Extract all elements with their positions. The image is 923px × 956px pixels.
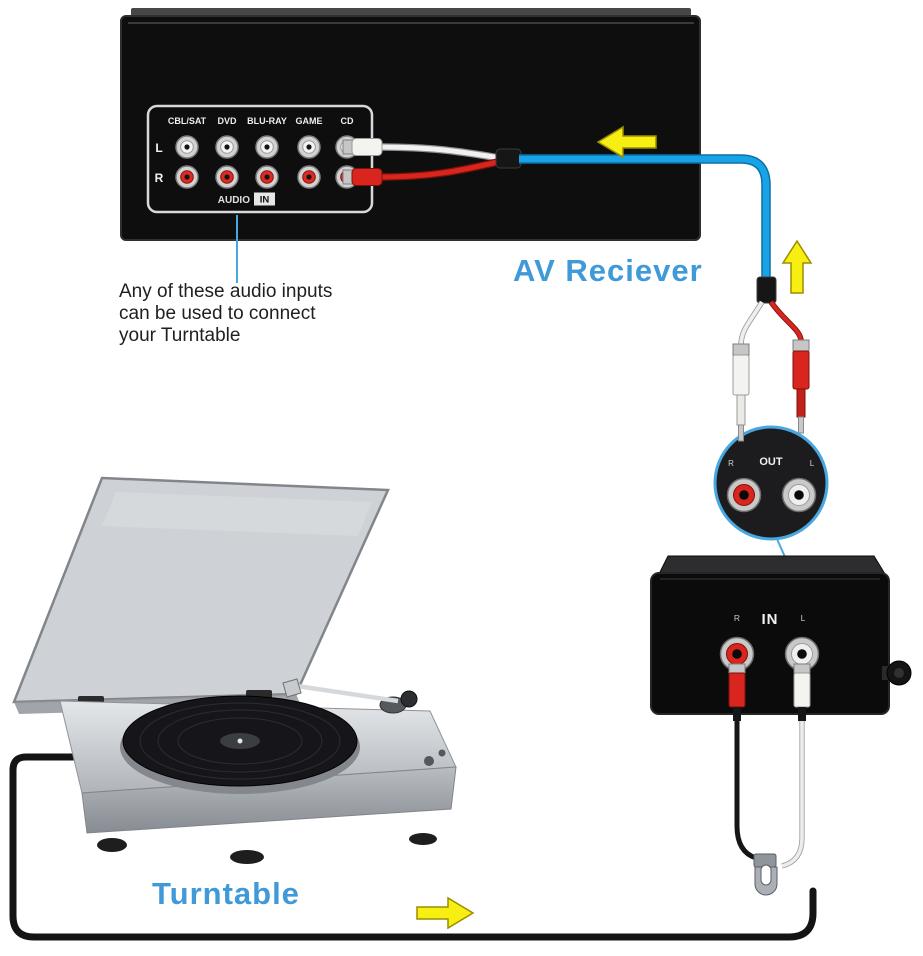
plug-collar — [793, 663, 811, 674]
tonearm-tube — [296, 683, 399, 704]
rca-jack-cblsat-right — [175, 165, 199, 189]
rca-jack-bluray-left — [255, 135, 279, 159]
white-plug-cable — [781, 721, 804, 868]
zoom-pointer-line — [776, 538, 786, 558]
annotation-text: Any of these audio inputs can be used to… — [119, 281, 332, 346]
spade-slot — [760, 864, 772, 886]
down-plug-red — [792, 339, 810, 434]
in-badge — [254, 192, 275, 206]
rca-jack-bluray-right — [255, 165, 279, 189]
plug-collar — [728, 663, 746, 674]
plug-tip — [738, 424, 744, 442]
red-lead — [769, 300, 803, 342]
input-label-blu-ray: BLU-RAY — [247, 116, 287, 126]
plug-body — [732, 354, 750, 396]
plug-strain-relief — [733, 707, 741, 721]
phono-preamp: IN R L — [650, 555, 912, 715]
record-groove-1 — [139, 702, 341, 780]
tonearm — [282, 678, 418, 714]
plug-body — [351, 168, 383, 186]
ground-spade-connector — [753, 853, 778, 896]
preamp-input-plugs — [728, 663, 811, 896]
out-jack-red — [726, 477, 762, 513]
annotation-line-3: your Turntable — [119, 325, 240, 346]
turntable-label: Turntable — [152, 876, 300, 911]
out-right-label: L — [810, 459, 815, 468]
out-left-label: R — [728, 459, 734, 468]
plug-neck — [796, 388, 806, 418]
audio-input-panel — [146, 104, 374, 214]
input-label-dvd: DVD — [217, 116, 237, 126]
plug-collar — [732, 343, 750, 356]
cable-connector — [756, 276, 777, 304]
preamp-right-label: L — [801, 613, 806, 623]
tonearm-counterweight — [400, 690, 418, 708]
ground-screw-center — [894, 668, 904, 678]
turntable — [12, 476, 457, 864]
record-groove-2 — [157, 709, 323, 773]
foot-right — [409, 833, 437, 845]
plug-body — [351, 138, 383, 156]
arrow-left-icon — [596, 125, 657, 159]
red-plug-cable — [734, 721, 757, 861]
av-receiver: CBL/SAT DVD BLU-RAY GAME CD L R AUDIO IN — [120, 8, 701, 241]
plug-body — [728, 672, 746, 708]
out-jack-white — [781, 477, 817, 513]
blue-cable — [519, 155, 770, 279]
plug-body — [793, 672, 811, 708]
plug-tip — [798, 416, 804, 434]
input-label-cd: CD — [341, 116, 354, 126]
preamp-plug-white — [793, 663, 811, 721]
input-label-cbl-sat: CBL/SAT — [168, 116, 207, 126]
plug-neck — [736, 394, 746, 426]
preamp-in-label: IN — [762, 611, 779, 628]
control-knob-small — [438, 749, 446, 757]
right-channel-label: R — [155, 171, 164, 185]
white-lead — [739, 301, 764, 346]
tonearm-headshell — [282, 678, 302, 698]
plug-strain-relief — [798, 707, 806, 721]
preamp-left-label: R — [734, 613, 740, 623]
annotation-line-2: can be used to connect — [119, 303, 316, 324]
rca-jack-dvd-left — [215, 135, 239, 159]
rca-plug-red — [342, 168, 383, 186]
magnified-output-view: OUT R L — [713, 425, 829, 541]
turntable-ground-cable — [9, 753, 817, 941]
rca-jack-game-left — [297, 135, 321, 159]
red-cable — [377, 158, 503, 180]
white-plug-cable-outline — [781, 721, 805, 869]
y-splitter-cable — [732, 300, 810, 442]
spindle — [237, 738, 243, 744]
plug-body — [792, 350, 810, 390]
audio-label: AUDIO — [218, 195, 250, 206]
preamp-top-bevel — [658, 555, 886, 575]
annotation-line-1: Any of these audio inputs — [119, 281, 332, 302]
foot-center — [230, 850, 264, 864]
arrow-right-icon — [416, 896, 475, 930]
out-label: OUT — [759, 456, 783, 468]
left-channel-label: L — [155, 141, 162, 155]
preamp-plug-red — [728, 663, 746, 721]
av-receiver-label: AV Reciever — [513, 253, 703, 288]
control-knob-large — [424, 756, 434, 766]
down-plug-white — [732, 343, 750, 442]
rca-jack-dvd-right — [215, 165, 239, 189]
foot-left — [97, 838, 127, 852]
white-cable — [377, 144, 501, 161]
plug-collar — [792, 339, 810, 352]
receiver-patch-cable — [342, 138, 777, 304]
cable-sleeve — [495, 148, 522, 169]
rca-jack-cblsat-left — [175, 135, 199, 159]
record-groove-3 — [177, 717, 303, 765]
rca-jack-game-right — [297, 165, 321, 189]
arrow-up-icon — [781, 239, 813, 294]
receiver-chassis — [120, 15, 701, 241]
input-label-game: GAME — [296, 116, 323, 126]
dust-cover-sheen — [102, 492, 372, 536]
preamp-body — [650, 572, 890, 715]
in-badge-label: IN — [260, 195, 270, 206]
rca-plug-white — [342, 138, 383, 156]
